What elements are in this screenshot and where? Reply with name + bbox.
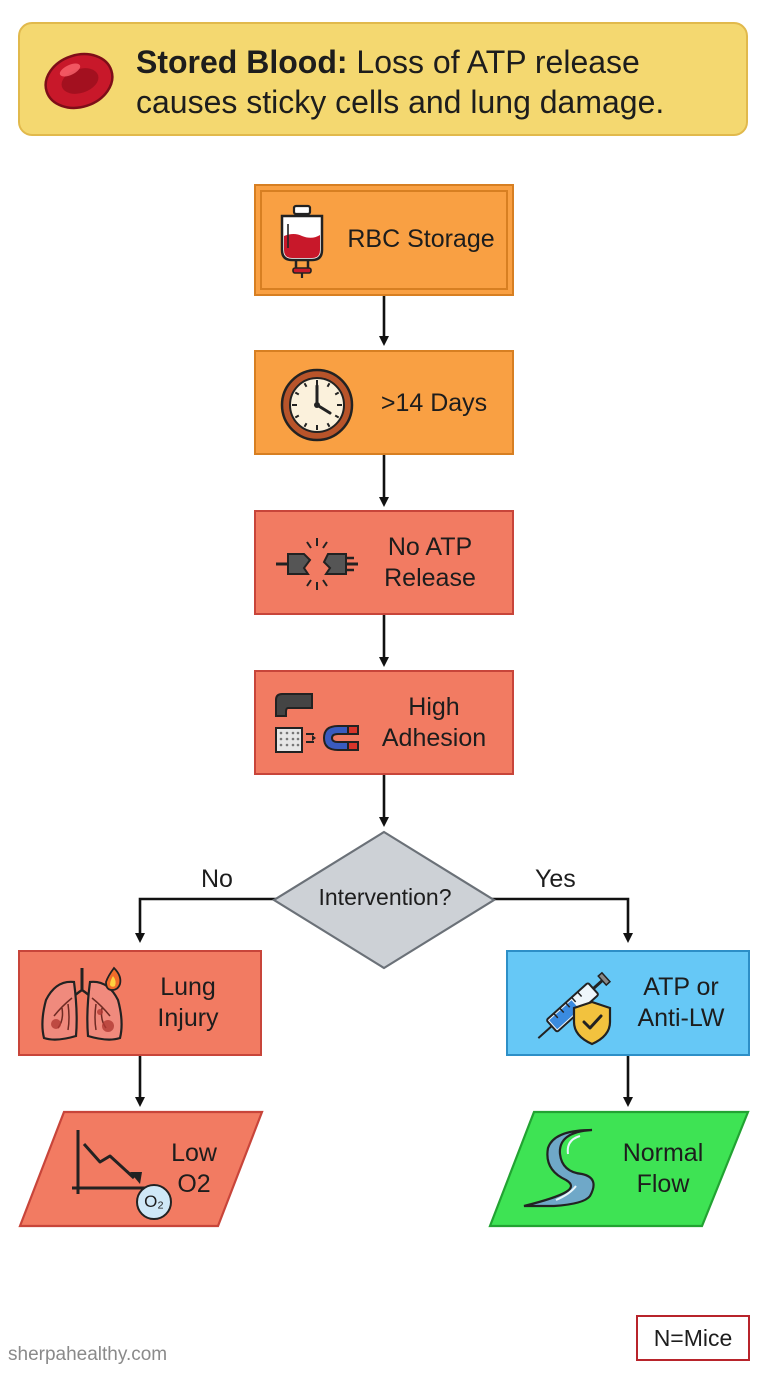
header-text: Stored Blood: Loss of ATP release causes… xyxy=(136,42,736,122)
header-title-bold: Stored Blood: xyxy=(136,44,348,80)
node-days-label: >14 Days xyxy=(380,389,488,417)
syringe-shield-icon xyxy=(537,971,612,1046)
node-rbc-storage: RBC Storage xyxy=(254,184,514,296)
node-lung-injury-label: Lung Injury xyxy=(157,973,219,1032)
decision-diamond xyxy=(271,830,497,970)
broken-plug-icon xyxy=(276,538,358,590)
node-high-adhesion-label: High Adhesion xyxy=(381,693,487,752)
oxygen-badge-text: O₂ xyxy=(144,1192,164,1211)
node-lung-injury: Lung Injury xyxy=(18,950,262,1056)
branch-label-no: No xyxy=(201,865,233,893)
adhesive-magnet-icon xyxy=(275,693,359,753)
node-atp-label: ATP or Anti-LW xyxy=(637,973,725,1032)
node-days: >14 Days xyxy=(254,350,514,455)
clock-icon xyxy=(280,368,354,442)
river-flow-icon xyxy=(523,1128,595,1208)
node-low-o2-label: Low O2 xyxy=(171,1139,217,1198)
node-normal-flow-label: Normal Flow xyxy=(622,1139,704,1198)
header-banner: Stored Blood: Loss of ATP release causes… xyxy=(18,22,748,136)
red-blood-cell-icon xyxy=(44,52,114,110)
footer-site: sherpahealthy.com xyxy=(8,1344,168,1365)
damaged-lungs-icon xyxy=(41,966,123,1041)
sample-note-box: N=Mice xyxy=(636,1315,750,1361)
node-no-atp-release: No ATP Release xyxy=(254,510,514,615)
arrow-decision-yes xyxy=(492,897,633,943)
node-atp-anti-lw: ATP or Anti-LW xyxy=(506,950,750,1056)
branch-label-yes: Yes xyxy=(535,865,576,893)
node-low-o2: O₂ Low O2 xyxy=(18,1110,264,1228)
decision-label: Intervention? xyxy=(318,884,452,910)
blood-bag-icon xyxy=(280,204,324,278)
arrow-decision-no xyxy=(135,897,276,943)
node-no-atp-label: No ATP Release xyxy=(384,533,476,592)
header-title-rest: Loss of ATP release causes sticky cells … xyxy=(136,44,665,120)
oxygen-bubble xyxy=(136,1184,172,1220)
node-high-adhesion: High Adhesion xyxy=(254,670,514,775)
declining-oxygen-graph-icon xyxy=(72,1130,154,1194)
node-normal-flow: Normal Flow xyxy=(488,1110,750,1228)
node-rbc-storage-label: RBC Storage xyxy=(347,225,495,253)
